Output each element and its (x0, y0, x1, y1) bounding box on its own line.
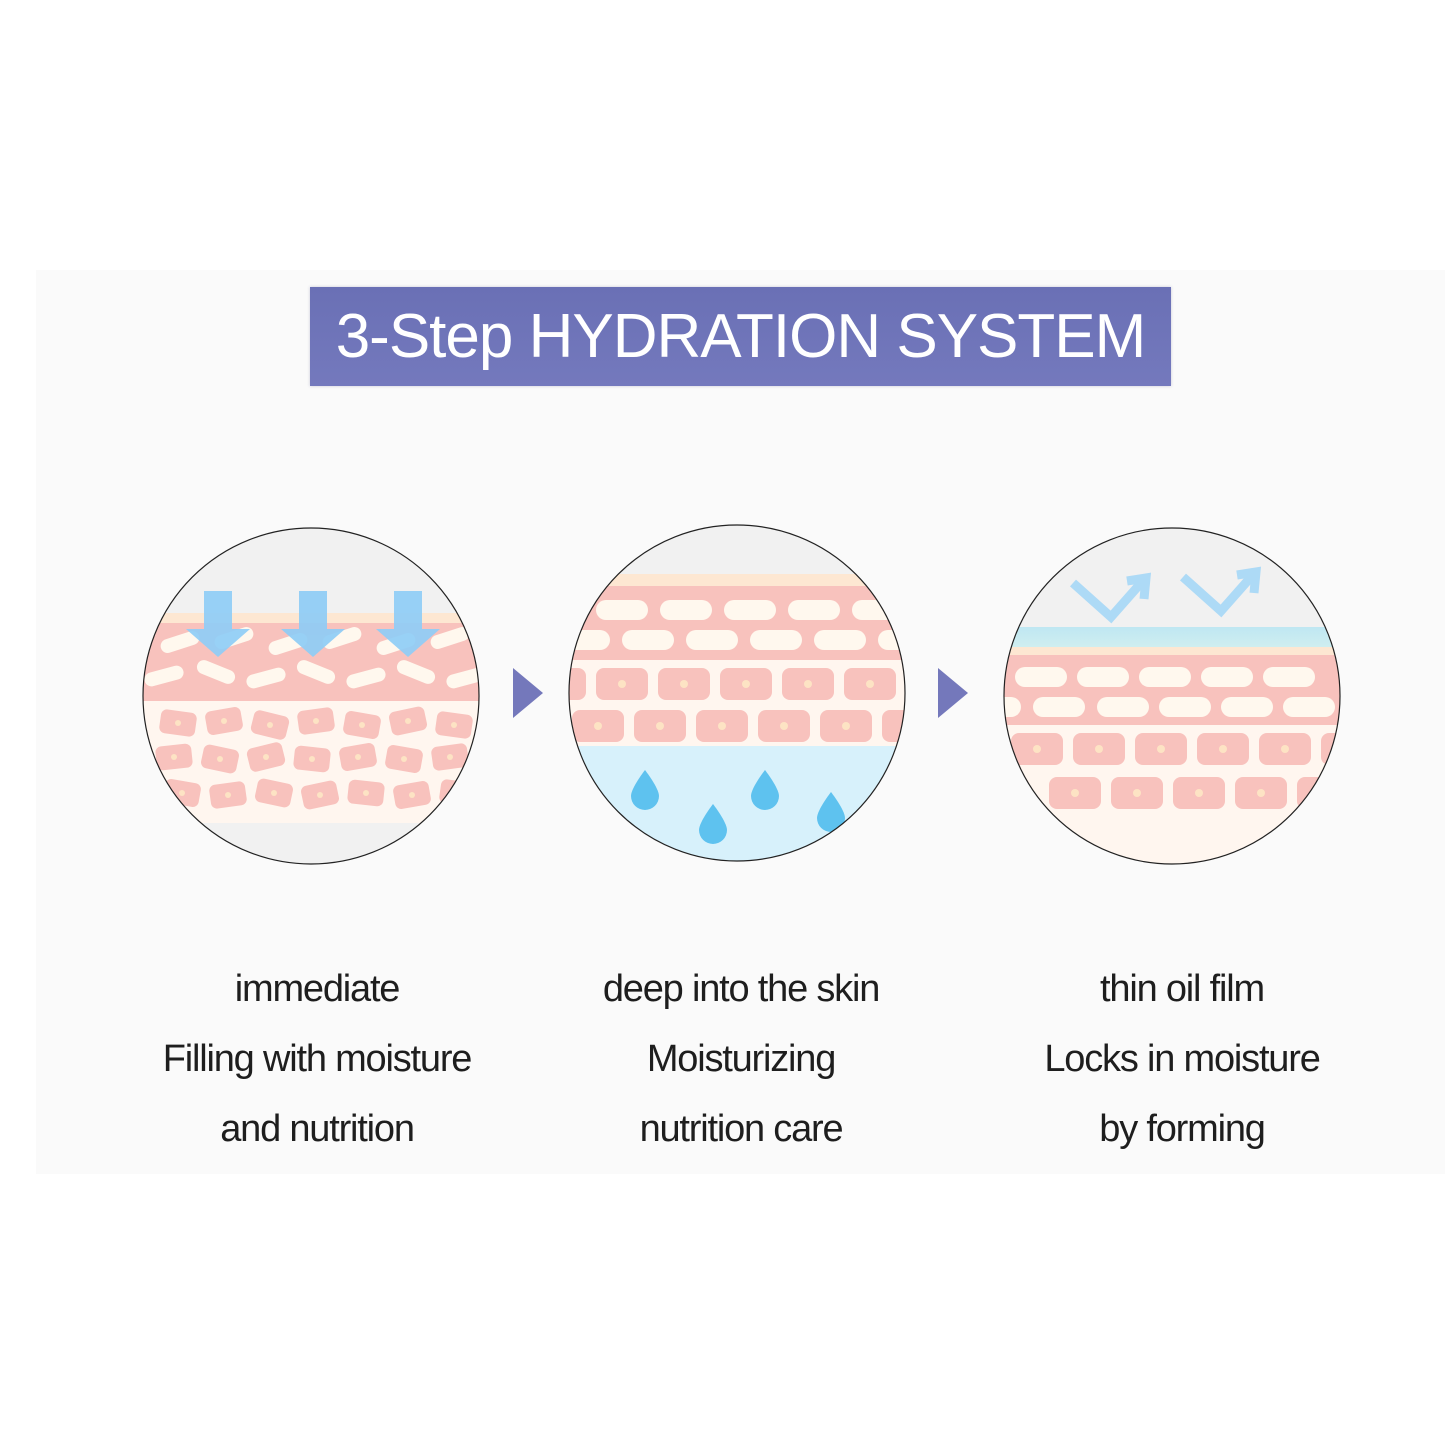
step-3-line-2: Locks in moisture (1044, 1038, 1320, 1080)
step-1-line-2: Filling with moisture (162, 1038, 473, 1080)
step-1-line-3: and nutrition (220, 1108, 415, 1150)
skin-layer-oil-film-icon (1003, 527, 1341, 865)
step-arrow-icon (938, 668, 968, 718)
step-1-caption: immediate Filling with moisture and nutr… (97, 954, 537, 1164)
step-3-line-1: thin oil film (1100, 968, 1265, 1010)
step-2-line-1: deep into the skin (602, 968, 880, 1010)
step-2-line-3: nutrition care (639, 1108, 844, 1150)
step-2-line-2: Moisturizing (646, 1038, 837, 1080)
title-banner: 3-Step HYDRATION SYSTEM (310, 287, 1171, 386)
step-2-caption: deep into the skin Moisturizing nutritio… (521, 954, 961, 1164)
step-1-line-1: immediate (234, 968, 401, 1010)
page-title: 3-Step HYDRATION SYSTEM (335, 302, 1147, 371)
step-3-caption: thin oil film Locks in moisture by formi… (962, 954, 1402, 1164)
step-3-line-3: by forming (1099, 1108, 1266, 1150)
skin-layer-deep-moisture-icon (568, 524, 906, 862)
skin-layer-filling-icon (142, 527, 480, 865)
step-arrow-icon (513, 668, 543, 718)
